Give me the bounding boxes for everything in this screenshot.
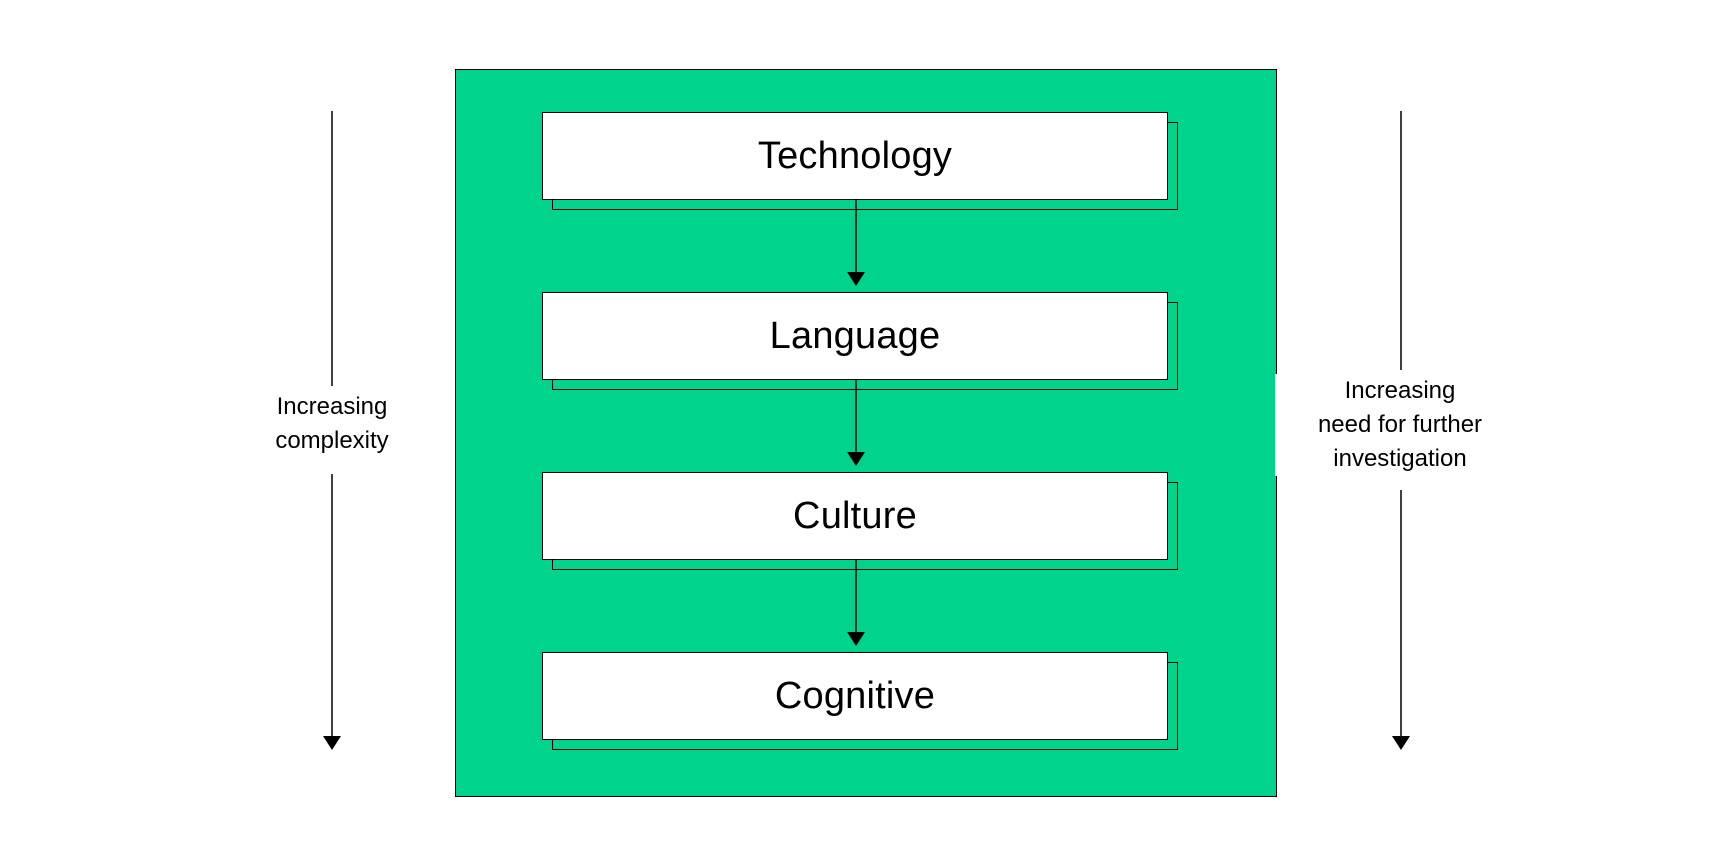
right-axis-label: Increasing need for further investigatio… <box>1275 374 1525 476</box>
connector-arrowhead-2 <box>847 452 865 466</box>
left-axis-arrowhead <box>323 736 341 750</box>
layer-technology: Technology <box>542 112 1178 210</box>
layer-language: Language <box>542 292 1178 390</box>
layer-label: Language <box>769 315 941 357</box>
connector-arrowhead-1 <box>847 272 865 286</box>
layer-culture: Culture <box>542 472 1178 570</box>
layer-box: Culture <box>542 472 1168 560</box>
layer-label: Cognitive <box>774 675 936 717</box>
layer-cognitive: Cognitive <box>542 652 1178 750</box>
connector-arrowhead-3 <box>847 632 865 646</box>
layer-label: Technology <box>757 135 953 177</box>
left-axis-label: Increasing complexity <box>232 390 432 458</box>
right-axis-arrowhead <box>1392 736 1410 750</box>
layer-box: Technology <box>542 112 1168 200</box>
layer-label: Culture <box>793 495 917 537</box>
layer-box: Cognitive <box>542 652 1168 740</box>
layer-box: Language <box>542 292 1168 380</box>
